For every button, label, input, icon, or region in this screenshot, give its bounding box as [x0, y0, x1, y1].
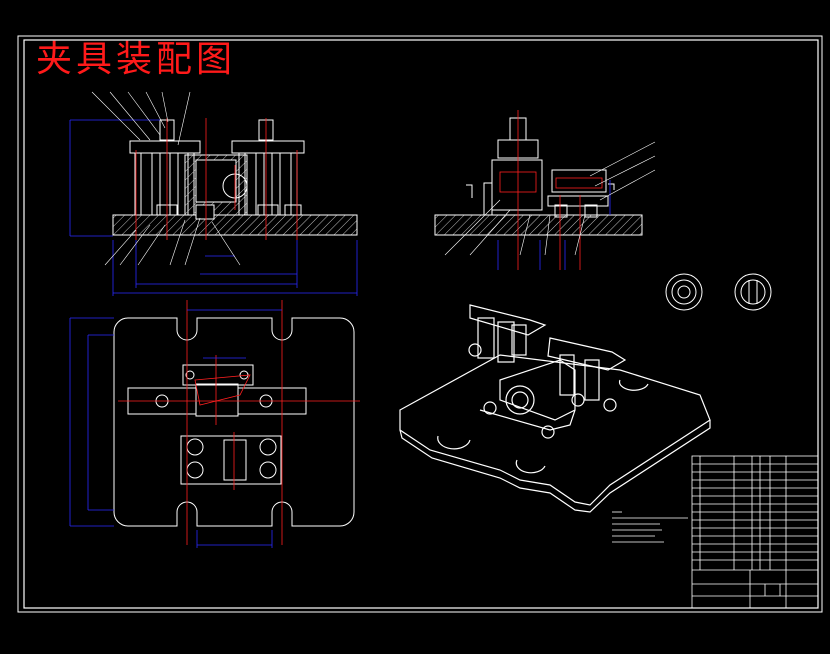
isometric-view — [399, 304, 711, 513]
top-view-dimensions — [69, 309, 282, 548]
section-circle-b — [734, 273, 772, 311]
front-view-dimensions — [69, 119, 358, 296]
drawing-title: 夹具装配图 — [36, 39, 237, 80]
front-view-leaders — [91, 91, 241, 266]
section-circle-a — [665, 273, 703, 311]
side-view-dimensions — [497, 180, 611, 270]
parts-list — [691, 455, 819, 609]
front-section-view — [112, 119, 358, 236]
technical-notes — [612, 511, 688, 543]
drawing-frame — [17, 35, 823, 613]
top-view-red-details — [118, 300, 360, 545]
front-view-centerlines — [135, 118, 298, 240]
side-view-leaders — [444, 141, 656, 256]
side-section-view — [434, 117, 643, 236]
side-view-red-details — [499, 110, 603, 270]
top-view — [113, 317, 355, 527]
title-block — [692, 570, 818, 608]
